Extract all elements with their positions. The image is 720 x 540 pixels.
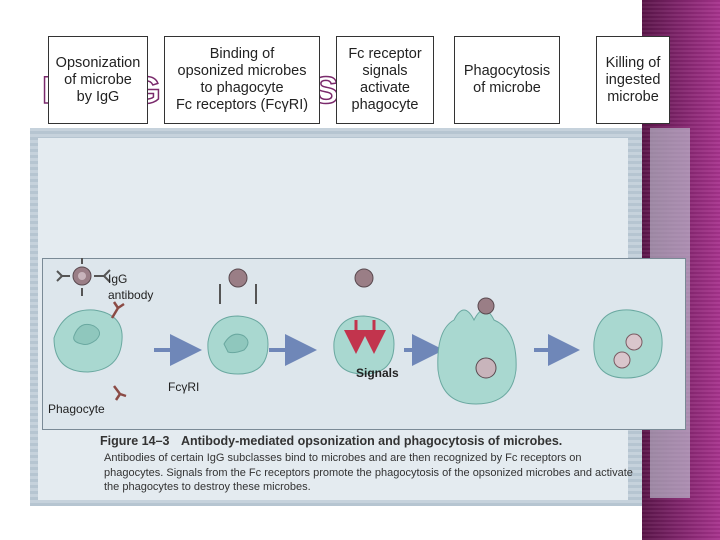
phagocyte-cell-icon [207,315,269,375]
caption-body: Antibodies of certain IgG subclasses bin… [104,452,633,493]
microbe-icon [354,268,374,288]
fc-receptor-icon [110,301,127,401]
microbe-icon [228,268,248,288]
figure-caption: Figure 14–3 Antibody-mediated opsonizati… [100,434,640,495]
phagocyte-cell-icon [593,309,663,379]
igg-label: IgG [108,272,128,286]
phagocyte-label: Phagocyte [48,402,105,416]
step-box-opsonization: Opsonization of microbe by IgG [48,36,148,124]
figure-number: Figure 14–3 [100,434,170,448]
step-box-signals: Fc receptor signals activate phagocyte [336,36,434,124]
step-box-killing: Killing of ingested microbe [596,36,670,124]
signal-arrows-icon [344,320,386,354]
phagocyte-cell-icon [437,309,517,405]
igg-antibody-icon [219,284,257,304]
fc-receptor-label: FcγRI [168,380,200,394]
step-box-phagocytosis: Phagocytosis of microbe [454,36,560,124]
microbe-icon [477,297,495,315]
step-box-binding: Binding of opsonized microbes to phagocy… [164,36,320,124]
antibody-label: antibody [108,288,154,302]
phagocyte-cell-icon [53,309,123,373]
igg-antibody-icon [56,258,111,296]
signals-label: Signals [356,366,399,380]
microbe-icon [72,266,92,286]
phagocytosis-illustration [53,258,663,405]
caption-title: Antibody-mediated opsonization and phago… [180,434,563,448]
